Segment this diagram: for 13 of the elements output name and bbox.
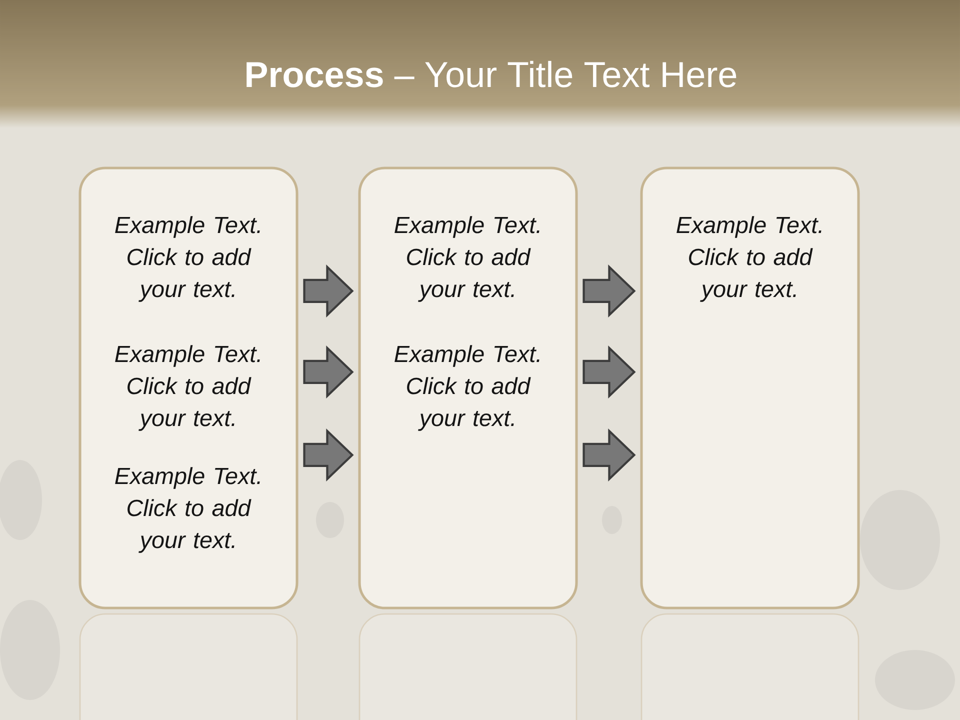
block-arrow: [303, 428, 354, 482]
block-arrow: [582, 345, 636, 398]
body-text: Example Text. Click to add your text.: [394, 345, 540, 431]
body-text: Example Text. Click to add your text.: [676, 216, 822, 302]
body-text: Example Text. Click to add your text.: [115, 345, 260, 431]
body-text: Example Text. Click to add your text.: [115, 216, 260, 302]
block-arrow: [582, 264, 636, 318]
body-text: Example Text. Click to add your text.: [115, 467, 260, 553]
body-text: Example Text. Click to add your text.: [394, 216, 540, 302]
block-arrow: [582, 428, 636, 482]
block-arrow: [303, 345, 354, 398]
title: Process – Your Title Text Here: [246, 60, 736, 88]
block-arrow: [303, 264, 354, 318]
